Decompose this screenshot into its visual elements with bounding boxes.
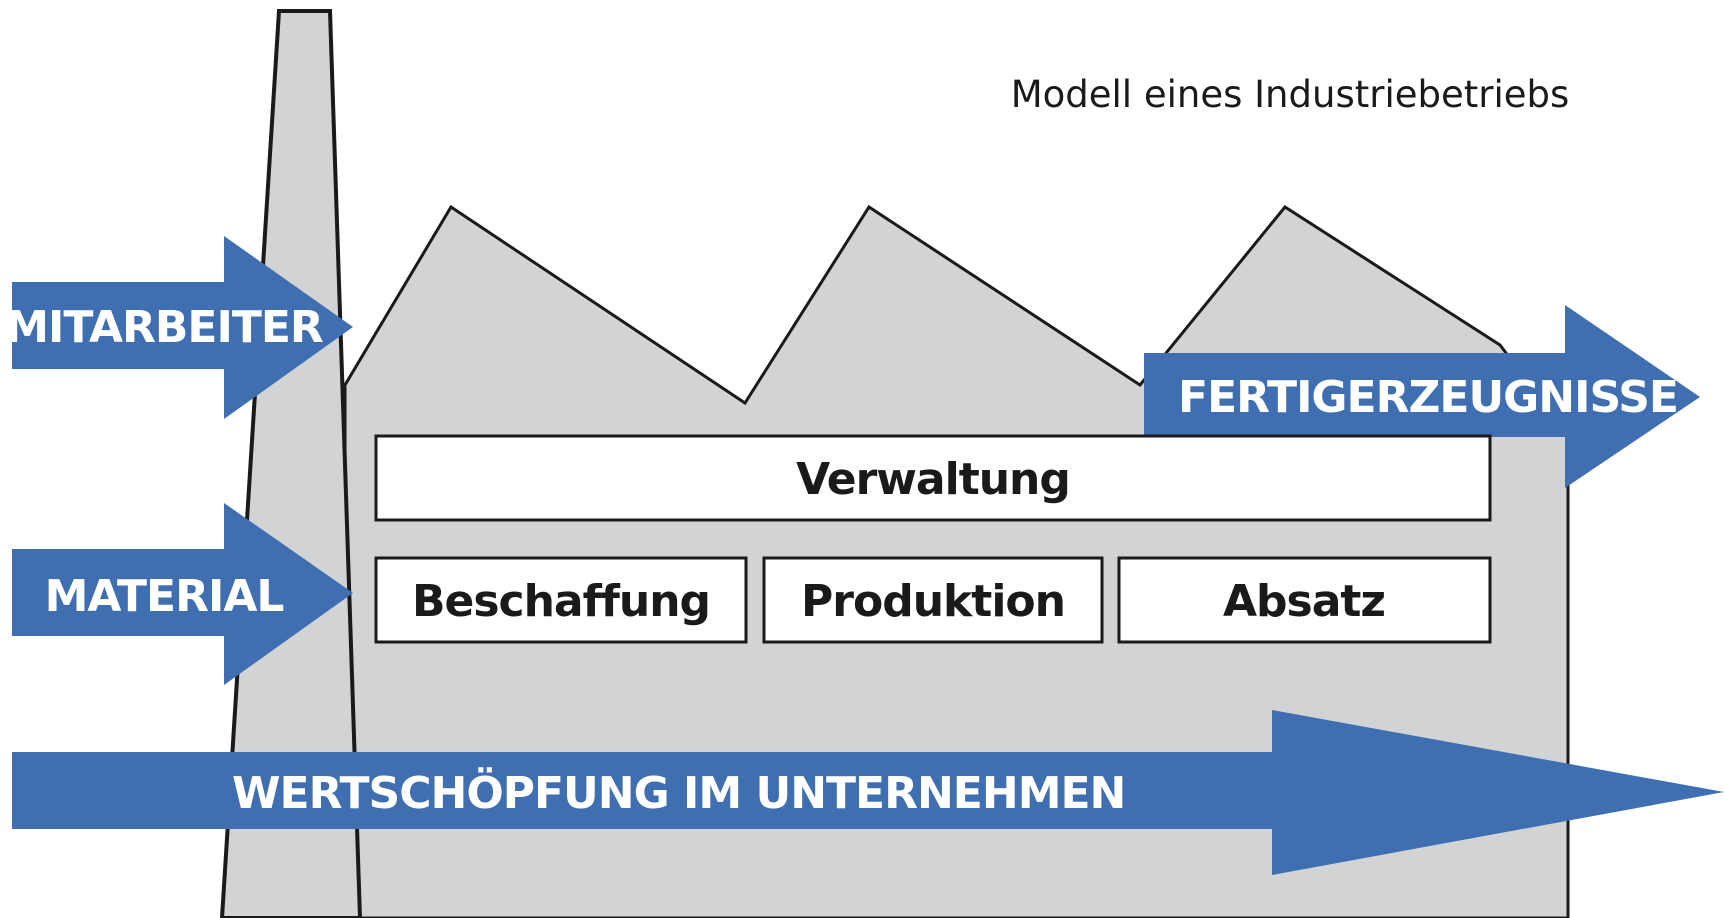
employees-arrow (12, 236, 353, 419)
box-administration (374, 434, 1492, 522)
output-arrow (1144, 305, 1700, 488)
employees-arrow-label: MITARBEITER (5, 302, 323, 353)
box-production (762, 556, 1104, 644)
output-arrow-label: FERTIGERZEUGNISSE (1178, 372, 1678, 423)
label-procurement: Beschaffung (412, 576, 710, 627)
diagram-title: Modell eines Industriebetriebs (1011, 73, 1570, 116)
material-arrow (12, 503, 353, 685)
label-sales: Absatz (1223, 576, 1385, 627)
value-chain-arrow-label: WERTSCHÖPFUNG IM UNTERNEHMEN (232, 766, 1125, 819)
box-procurement (374, 556, 748, 644)
label-production: Produktion (801, 576, 1065, 627)
label-administration: Verwaltung (796, 454, 1070, 505)
box-sales (1117, 556, 1492, 644)
value-chain-arrow (12, 710, 1724, 875)
material-arrow-label: MATERIAL (45, 571, 284, 622)
